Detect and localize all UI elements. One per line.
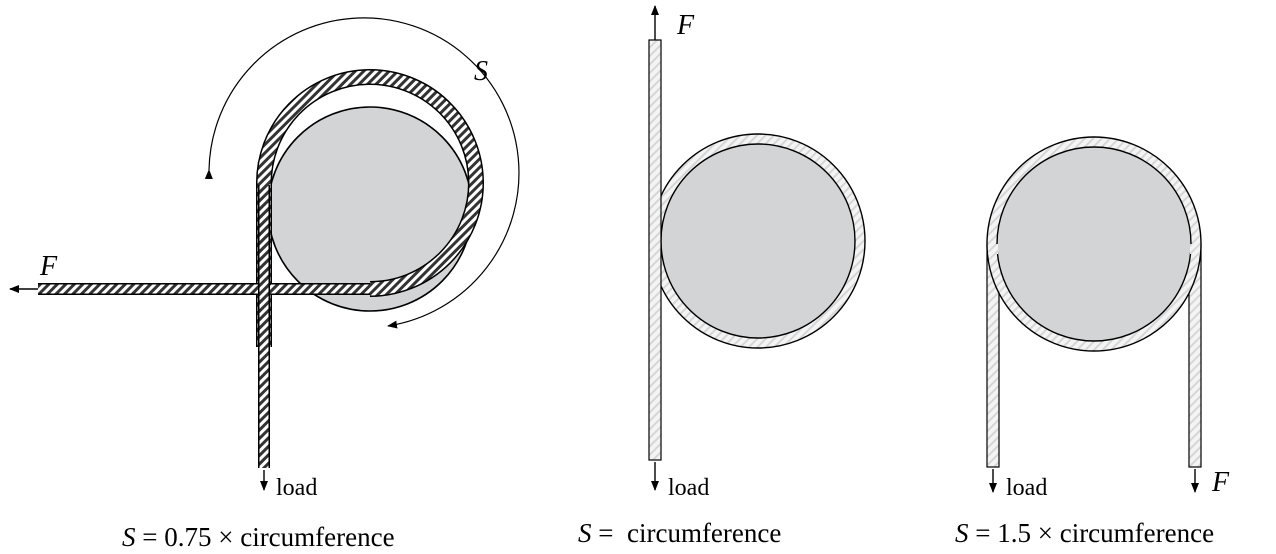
caption-15: S = 1.5 × circumference: [955, 518, 1214, 548]
force-label: F: [676, 10, 695, 41]
force-label: F: [1211, 467, 1230, 498]
panel-wrap-075: F S load S = 0.75 × circumference: [9, 17, 520, 552]
wrap-angle-arrow: [204, 17, 520, 329]
load-label: load: [276, 475, 317, 501]
load-label: load: [668, 475, 709, 501]
rope-vertical-strand: [648, 39, 662, 461]
caption-075: S = 0.75 × circumference: [122, 522, 395, 552]
drum-circle: [267, 106, 473, 312]
load-label: load: [1006, 475, 1047, 501]
drum-circle: [996, 146, 1192, 342]
panel-wrap-1: F load S = circumference: [578, 5, 866, 548]
panel-wrap-15: load F S = 1.5 × circumference: [955, 136, 1230, 548]
drum-circle: [660, 143, 856, 339]
wrap-label: S: [474, 56, 488, 87]
caption-1: S = circumference: [578, 518, 781, 548]
force-label: F: [39, 251, 58, 282]
